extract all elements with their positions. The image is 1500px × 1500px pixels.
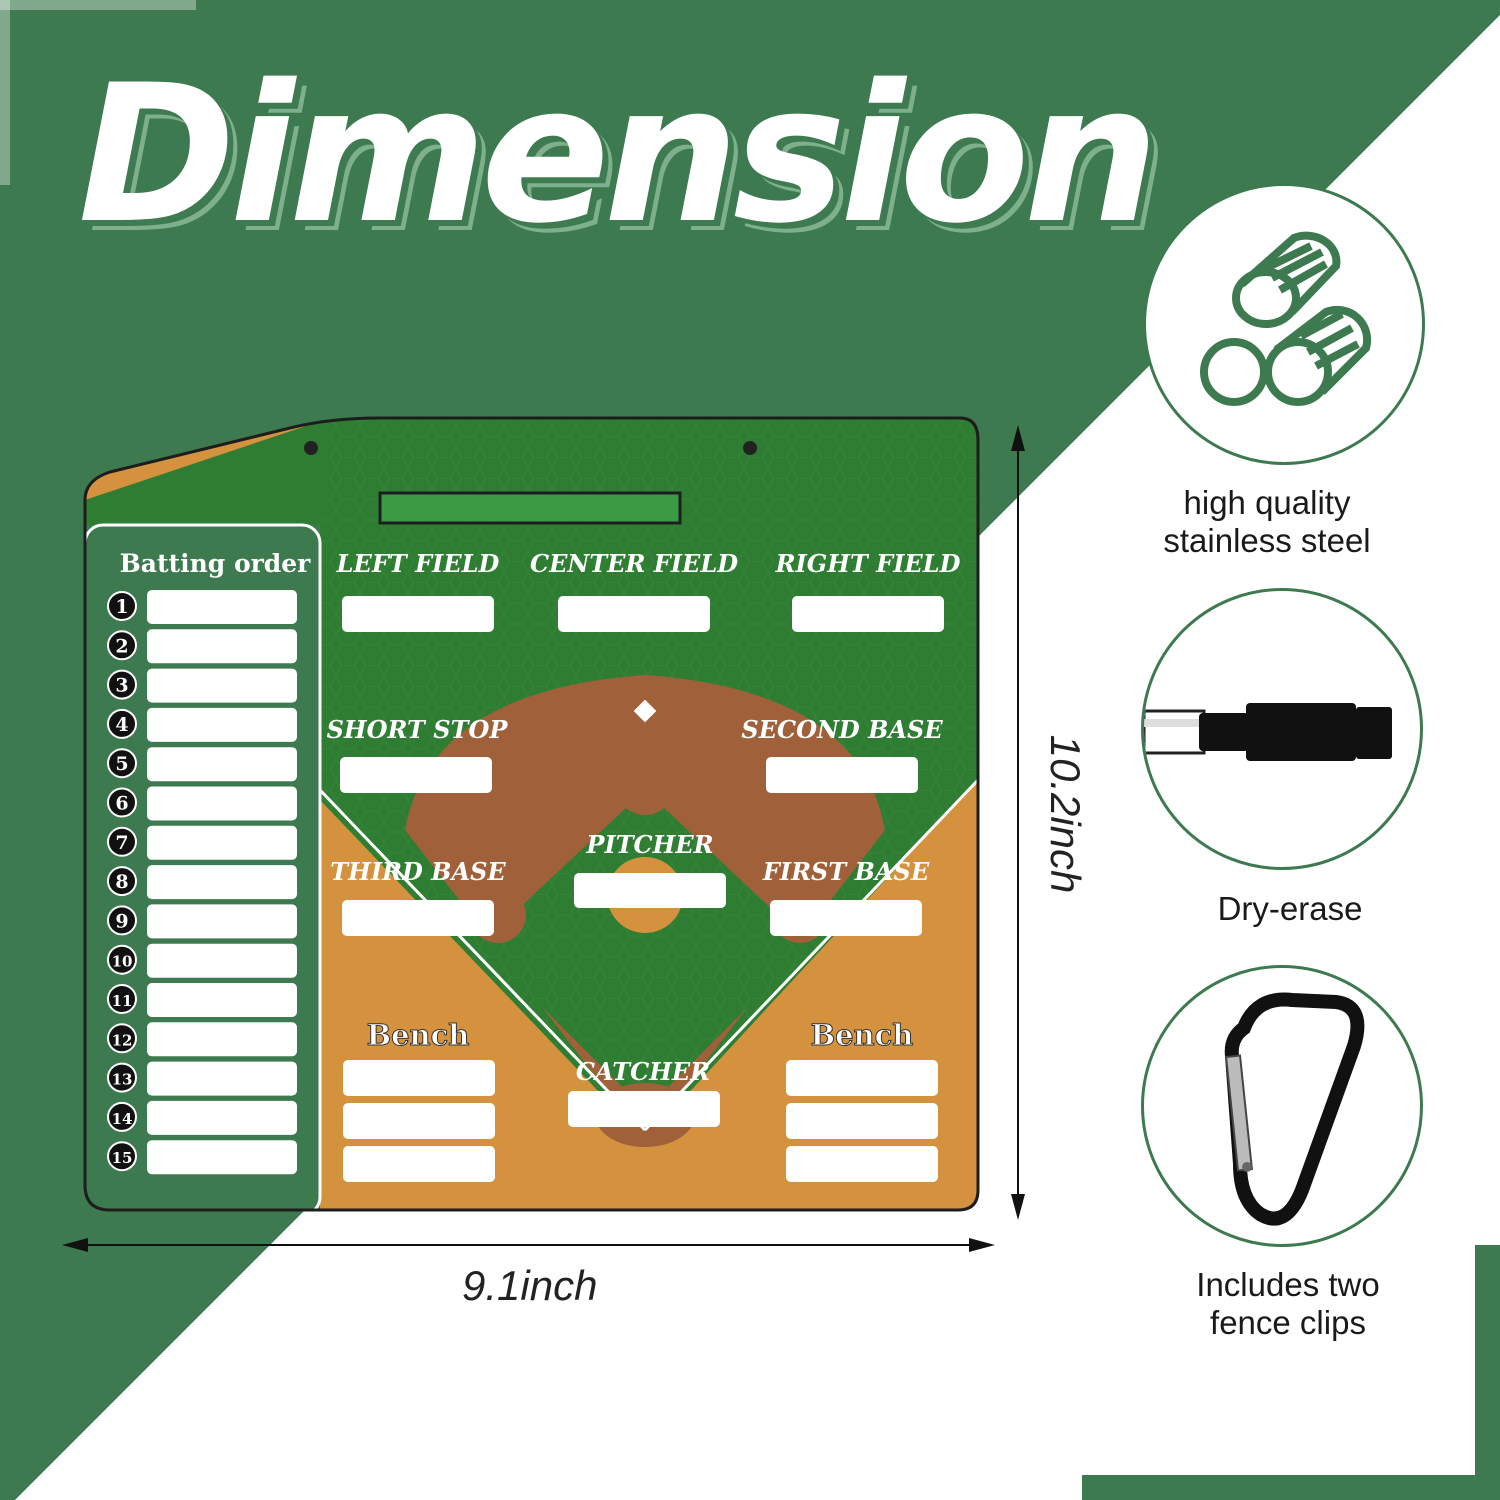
- bench-left-slot[interactable]: [343, 1103, 495, 1139]
- bench-left-slot[interactable]: [343, 1060, 495, 1096]
- batting-slot[interactable]: [147, 707, 297, 742]
- batting-number-badge: [107, 708, 137, 739]
- center-field-label: CENTER FIELD: [530, 549, 738, 578]
- batting-number: 8: [115, 871, 128, 893]
- batting-number: 1: [115, 596, 128, 618]
- batting-number-badge: [107, 630, 137, 661]
- batting-number: 14: [112, 1110, 133, 1128]
- batting-number: 6: [115, 793, 128, 815]
- left-field-label: LEFT FIELD: [336, 549, 500, 578]
- feature-clips-line2: fence clips: [1210, 1304, 1366, 1341]
- width-label: 9.1inch: [462, 1262, 598, 1309]
- bench-left-slot[interactable]: [343, 1146, 495, 1182]
- marker-icon: [1144, 703, 1392, 761]
- feature-steel-label: high quality stainless steel: [1112, 484, 1422, 560]
- batting-number-badge: [107, 1101, 137, 1132]
- batting-number: 10: [112, 953, 133, 971]
- feature-clips-line1: Includes two: [1196, 1266, 1380, 1303]
- batting-slot[interactable]: [147, 825, 297, 860]
- batting-number-badge: [107, 787, 137, 818]
- batting-number: 5: [115, 753, 128, 775]
- batting-number: 7: [115, 832, 128, 854]
- batting-slot[interactable]: [147, 1100, 297, 1135]
- batting-number: 4: [115, 714, 128, 736]
- third-base-label: THIRD BASE: [330, 857, 506, 886]
- feature-dry-erase-circle: [1141, 588, 1423, 870]
- height-arrow: [1011, 425, 1025, 1220]
- batting-number: 15: [112, 1149, 133, 1167]
- short-stop-slot[interactable]: [340, 757, 492, 793]
- batting-number-badge: [107, 669, 137, 700]
- batting-number: 12: [112, 1031, 133, 1049]
- batting-slot[interactable]: [147, 1061, 297, 1096]
- second-base-label: SECOND BASE: [741, 715, 943, 744]
- batting-slot[interactable]: [147, 747, 297, 782]
- feature-steel-circle: [1143, 183, 1425, 465]
- batting-slot[interactable]: [147, 943, 297, 978]
- batting-slot[interactable]: [147, 904, 297, 939]
- bench-right-title: Bench: [811, 1018, 914, 1052]
- batting-number-badge: [107, 1023, 137, 1054]
- feature-dry-erase-line1: Dry-erase: [1217, 890, 1363, 927]
- batting-number-badge: [107, 591, 137, 621]
- feature-dry-erase-label: Dry-erase: [1135, 890, 1445, 928]
- right-field-slot[interactable]: [792, 596, 944, 632]
- batting-slot[interactable]: [147, 865, 297, 900]
- feature-clips-circle: [1141, 965, 1423, 1247]
- batting-slot[interactable]: [147, 668, 297, 703]
- second-base-slot[interactable]: [766, 757, 918, 793]
- short-stop-label: SHORT STOP: [327, 715, 509, 744]
- batting-number-badge: [107, 984, 137, 1014]
- batting-slot[interactable]: [147, 629, 297, 664]
- batting-slot[interactable]: [147, 1022, 297, 1057]
- pitcher-label: PITCHER: [585, 830, 713, 859]
- batting-slot[interactable]: [147, 590, 297, 624]
- feature-clips-label: Includes two fence clips: [1133, 1266, 1443, 1342]
- page-title: Dimension: [78, 44, 1159, 265]
- batting-number-badge: [107, 826, 137, 857]
- batting-number-badge: [107, 866, 137, 897]
- carabiner-icon: [1224, 992, 1365, 1226]
- batting-slot[interactable]: [147, 786, 297, 821]
- bench-left-title: Bench: [367, 1018, 470, 1052]
- steel-rods-icon: [1200, 231, 1372, 406]
- right-field-label: RIGHT FIELD: [775, 549, 961, 578]
- batting-number-badge: [107, 905, 137, 936]
- batting-number-badge: [107, 748, 137, 779]
- batting-slot[interactable]: [147, 1140, 297, 1175]
- width-arrow: [62, 1238, 995, 1252]
- bench-right-slot[interactable]: [786, 1060, 938, 1096]
- bench-right-slot[interactable]: [786, 1103, 938, 1139]
- catcher-label: CATCHER: [576, 1057, 710, 1086]
- batting-number: 3: [115, 675, 128, 697]
- height-label: 10.2inch: [1042, 734, 1089, 894]
- batting-number: 2: [115, 635, 128, 657]
- batting-order-title: Batting order: [120, 549, 312, 578]
- batting-number-badge: [107, 944, 137, 975]
- batting-number-badge: [107, 1141, 137, 1172]
- catcher-slot[interactable]: [568, 1091, 720, 1127]
- third-base-slot[interactable]: [342, 900, 494, 936]
- pitcher-slot[interactable]: [574, 873, 726, 908]
- batting-number-badge: [107, 1062, 137, 1093]
- batting-number: 13: [112, 1071, 133, 1089]
- feature-steel-line1: high quality: [1183, 484, 1351, 521]
- feature-steel-line2: stainless steel: [1163, 522, 1371, 559]
- bench-right-slot[interactable]: [786, 1146, 938, 1182]
- batting-number: 9: [115, 910, 128, 932]
- first-base-slot[interactable]: [770, 900, 922, 936]
- batting-slot[interactable]: [147, 983, 297, 1017]
- first-base-label: FIRST BASE: [762, 857, 930, 886]
- center-field-slot[interactable]: [558, 596, 710, 632]
- left-field-slot[interactable]: [342, 596, 494, 632]
- batting-number: 11: [112, 992, 133, 1010]
